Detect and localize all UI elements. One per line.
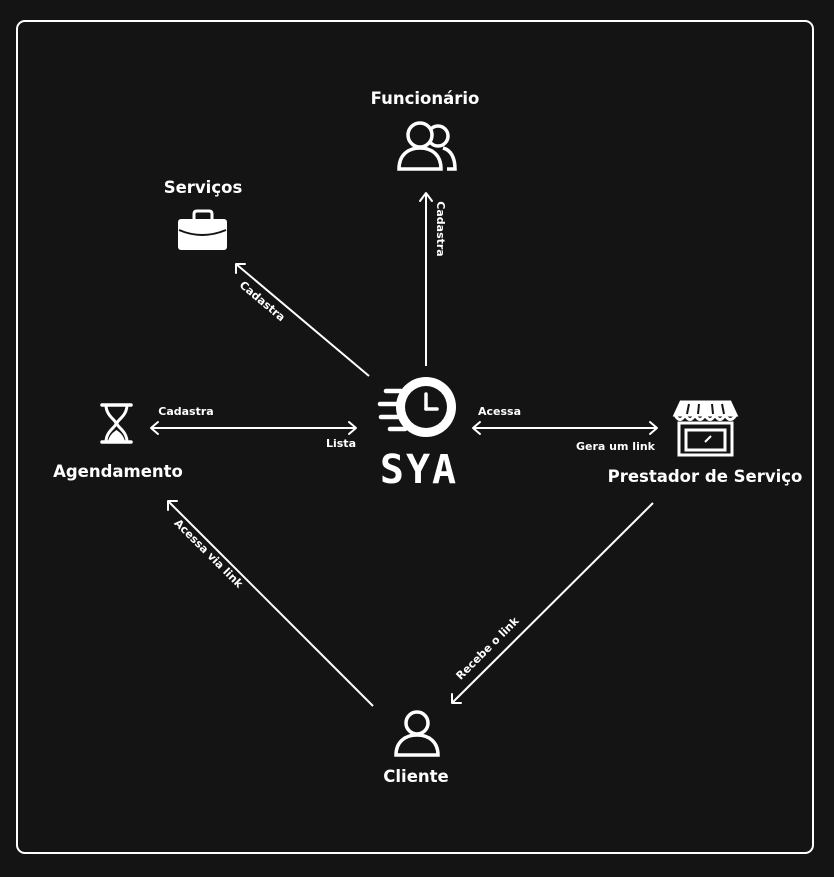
node-label-prestador: Prestador de Serviço (608, 467, 803, 486)
node-servicos: Serviços (164, 178, 243, 250)
storefront-icon (672, 400, 739, 457)
node-cliente: Cliente (383, 710, 449, 786)
edge-label-acessa: Acessa (478, 405, 521, 418)
node-sya-logo: SYA (377, 377, 458, 493)
node-label-agendamento: Agendamento (53, 462, 183, 481)
node-label-servicos: Serviços (164, 178, 243, 197)
edge-cadastra-servicos (235, 263, 370, 377)
hourglass-icon (100, 403, 133, 444)
node-prestador: Prestador de Serviço (608, 400, 803, 486)
edge-recebe-link (451, 502, 654, 704)
node-label-cliente: Cliente (383, 767, 448, 786)
edge-label-recebe-link: Recebe o link (454, 614, 522, 682)
node-agendamento: Agendamento (53, 403, 183, 481)
edge-label-cadastra-funcionario: Cadastra (434, 201, 447, 256)
diagram-frame (16, 20, 814, 854)
user-icon (394, 710, 440, 757)
edge-label-acessa-via-link: Acessa via link (171, 516, 246, 591)
edge-agendamento-sya (150, 421, 357, 435)
edge-label-cadastra-agendamento: Cadastra (158, 405, 213, 418)
users-icon (397, 121, 457, 171)
node-label-funcionario: Funcionário (371, 89, 480, 108)
logo-wordmark: SYA (380, 447, 458, 493)
node-funcionario: Funcionário (371, 89, 480, 171)
edge-acessa-via-link (167, 500, 374, 707)
edge-label-gera-link: Gera um link (576, 440, 656, 453)
briefcase-icon (178, 209, 227, 250)
edge-cadastra-funcionario (419, 192, 433, 366)
edge-label-lista: Lista (326, 437, 356, 450)
edge-sya-prestador (472, 421, 658, 435)
clock-speed-icon (377, 377, 456, 437)
